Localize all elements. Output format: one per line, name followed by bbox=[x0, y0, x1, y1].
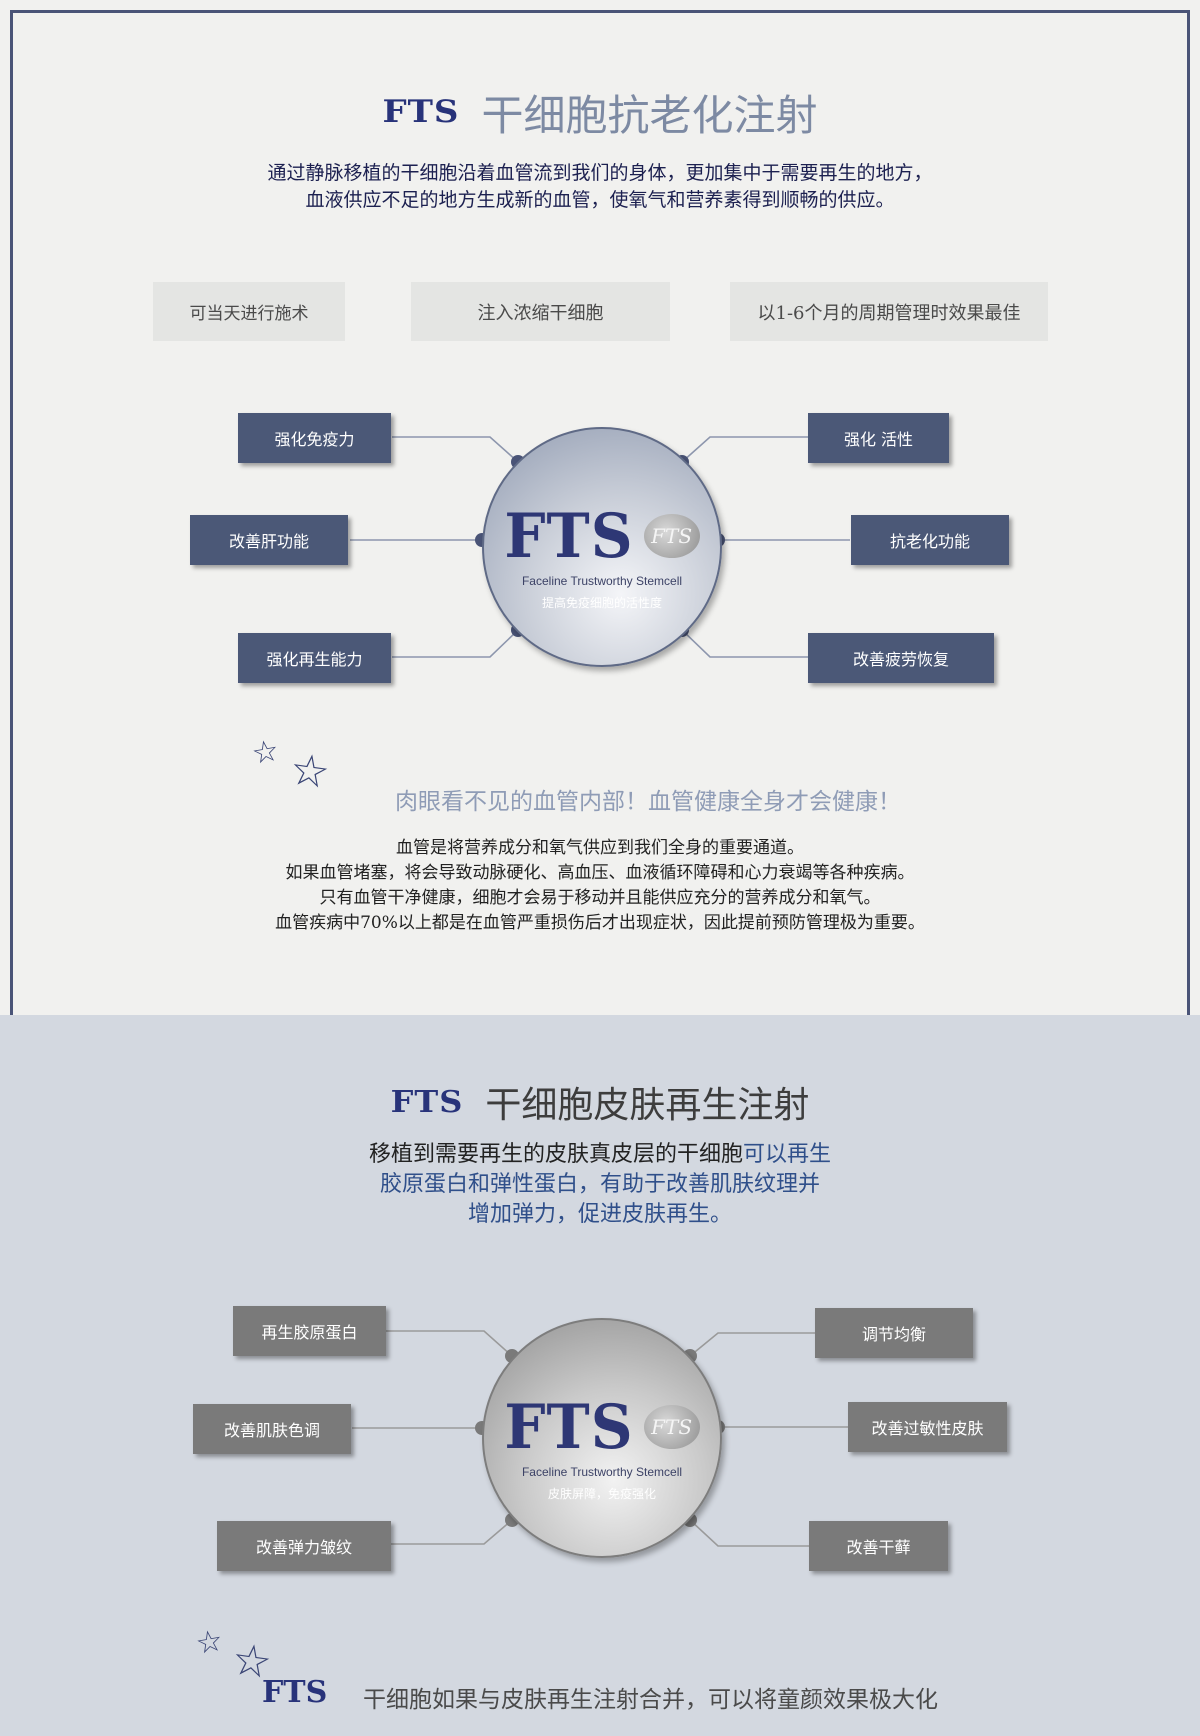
badge-logo: FTS bbox=[504, 499, 634, 572]
section2-intro-line: 移植到需要再生的皮肤真皮层的干细胞可以再生 bbox=[0, 1140, 1200, 1170]
badge-logo-row: FTS FTS bbox=[504, 499, 700, 572]
tag-dry-skin: 改善干藓 bbox=[809, 1521, 948, 1571]
badge-logo: FTS bbox=[504, 1390, 634, 1463]
section1-intro-line: 血液供应不足的地方生成新的血管，使氧气和营养素得到顺畅的供应。 bbox=[305, 189, 895, 211]
tag-collagen: 再生胶原蛋白 bbox=[233, 1306, 386, 1356]
fts-badge-immune: FTS FTS Faceline Trustworthy Stemcell 提高… bbox=[482, 427, 722, 667]
section2-brand: FTS bbox=[390, 1084, 464, 1120]
section2-footer-text: 干细胞如果与皮肤再生注射合并，可以将童颜效果极大化 bbox=[363, 1687, 938, 1713]
section1-intro-line: 通过静脉移植的干细胞沿着血管流到我们的身体，更加集中于需要再生的地方， bbox=[267, 162, 933, 184]
section1-intro: 通过静脉移植的干细胞沿着血管流到我们的身体，更加集中于需要再生的地方， 血液供应… bbox=[0, 160, 1200, 214]
section1-body-line: 血管是将营养成分和氧气供应到我们全身的重要通道。 bbox=[396, 838, 804, 858]
fts-emblem-icon: FTS bbox=[643, 513, 700, 558]
section1-title-row: FTS 干细胞抗老化注射 bbox=[0, 82, 1200, 142]
fts-badge-skin: FTS FTS Faceline Trustworthy Stemcell 皮肤… bbox=[482, 1318, 722, 1558]
star-doodle-icon: ☆ bbox=[193, 1622, 226, 1663]
section1-body: 血管是将营养成分和氧气供应到我们全身的重要通道。 如果血管堵塞，将会导致动脉硬化… bbox=[0, 836, 1200, 936]
section2-intro-plain: 移植到需要再生的皮肤真皮层的干细胞 bbox=[368, 1142, 743, 1167]
tag-balance: 调节均衡 bbox=[815, 1308, 973, 1358]
tag-liver: 改善肝功能 bbox=[190, 515, 348, 565]
frame-top bbox=[10, 10, 1190, 13]
badge-subtitle: Faceline Trustworthy Stemcell bbox=[521, 573, 683, 588]
tag-skin-tone: 改善肌肤色调 bbox=[193, 1404, 351, 1454]
tag-regeneration: 强化再生能力 bbox=[238, 633, 391, 683]
badge-logo-row: FTS FTS bbox=[504, 1390, 700, 1463]
section1-body-line: 血管疾病中70%以上都是在血管严重损伤后才出现症状，因此提前预防管理极为重要。 bbox=[275, 913, 925, 933]
fts-emblem-icon: FTS bbox=[643, 1404, 700, 1449]
tag-immunity: 强化免疫力 bbox=[238, 413, 391, 463]
section1-headline: 肉眼看不见的血管内部！血管健康全身才会健康！ bbox=[395, 789, 901, 815]
badge-caption: 皮肤屏障，免疫强化 bbox=[547, 1486, 656, 1501]
section2-intro-line: 胶原蛋白和弹性蛋白，有助于改善肌肤纹理并 bbox=[379, 1172, 820, 1197]
pill-concentrated: 注入浓缩干细胞 bbox=[411, 282, 670, 341]
section2-title: 干细胞皮肤再生注射 bbox=[485, 1085, 810, 1126]
badge-caption: 提高免疫细胞的活性度 bbox=[541, 595, 662, 610]
tag-fatigue: 改善疲劳恢复 bbox=[808, 633, 994, 683]
tag-sensitive-skin: 改善过敏性皮肤 bbox=[848, 1402, 1007, 1452]
section2-intro-line: 增加弹力，促进皮肤再生。 bbox=[467, 1202, 732, 1227]
section1-body-line: 只有血管干净健康，细胞才会易于移动并且能供应充分的营养成分和氧气。 bbox=[319, 888, 881, 908]
tag-activity: 强化 活性 bbox=[808, 413, 949, 463]
star-doodle-icon: ☆ bbox=[249, 732, 282, 773]
tag-wrinkles: 改善弹力皱纹 bbox=[217, 1521, 391, 1571]
frame-left bbox=[10, 10, 13, 1736]
tag-anti-aging: 抗老化功能 bbox=[851, 515, 1009, 565]
section1-brand: FTS bbox=[382, 93, 460, 131]
pill-same-day: 可当天进行施术 bbox=[153, 282, 345, 341]
section1-body-line: 如果血管堵塞，将会导致动脉硬化、高血压、血液循环障碍和心力衰竭等各种疾病。 bbox=[285, 863, 915, 883]
section2-title-row: FTS 干细胞皮肤再生注射 bbox=[0, 1072, 1200, 1132]
pill-cycle: 以1-6个月的周期管理时效果最佳 bbox=[730, 282, 1048, 341]
section2-intro-highlight: 可以再生 bbox=[743, 1142, 832, 1167]
section1-title: 干细胞抗老化注射 bbox=[481, 90, 818, 140]
section2-intro: 移植到需要再生的皮肤真皮层的干细胞可以再生 胶原蛋白和弹性蛋白，有助于改善肌肤纹… bbox=[0, 1140, 1200, 1230]
section2-footer-brand: FTS bbox=[262, 1675, 328, 1710]
frame-right bbox=[1187, 10, 1190, 1736]
badge-subtitle: Faceline Trustworthy Stemcell bbox=[521, 1464, 683, 1479]
